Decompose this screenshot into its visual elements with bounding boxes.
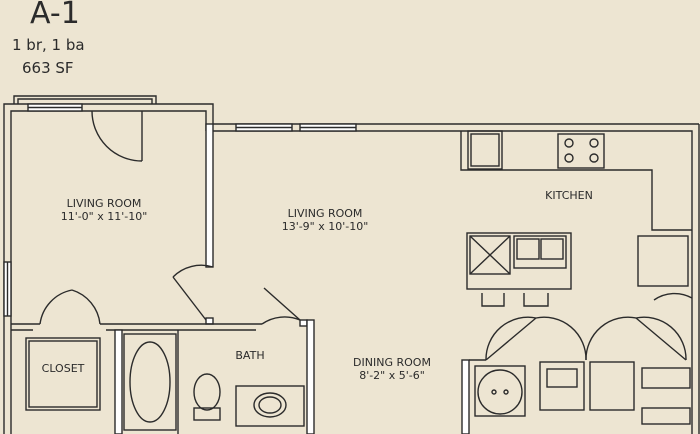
room-name: BATH <box>235 349 265 362</box>
room-dims: 11'-0" x 11'-10" <box>60 210 148 223</box>
room-label-bath: BATH <box>235 349 264 362</box>
room-label-closet: CLOSET <box>42 362 85 375</box>
room-dims: 13'-9" x 10'-10" <box>281 220 369 233</box>
interior-walls <box>11 123 486 434</box>
kitchen-island <box>466 232 572 307</box>
room-name: LIVING ROOM <box>287 207 363 220</box>
unit-area: 663 SF <box>22 59 74 77</box>
room-label-kitchen: KITCHEN <box>545 189 593 202</box>
toilet <box>193 373 221 421</box>
room-dims: 8'-2" x 5'-6" <box>359 369 425 382</box>
bottom-right-closets <box>474 292 693 425</box>
room-name: LIVING ROOM <box>66 197 142 210</box>
windows <box>3 103 357 317</box>
room-name: CLOSET <box>41 362 85 375</box>
room-label-living-left: LIVING ROOM 11'-0" x 11'-10" <box>61 197 148 223</box>
room-label-dining: DINING ROOM 8'-2" x 5'-6" <box>353 356 431 382</box>
room-name: KITCHEN <box>545 189 593 202</box>
room-name: DINING ROOM <box>353 356 431 369</box>
kitchen-counter <box>460 130 692 287</box>
room-label-living-main: LIVING ROOM 13'-9" x 10'-10" <box>282 207 369 233</box>
unit-beds-baths: 1 br, 1 ba <box>12 36 85 54</box>
door-swing-top <box>91 110 143 162</box>
unit-name: A-1 <box>30 0 80 31</box>
vanity <box>235 385 305 427</box>
bathtub <box>123 333 177 431</box>
